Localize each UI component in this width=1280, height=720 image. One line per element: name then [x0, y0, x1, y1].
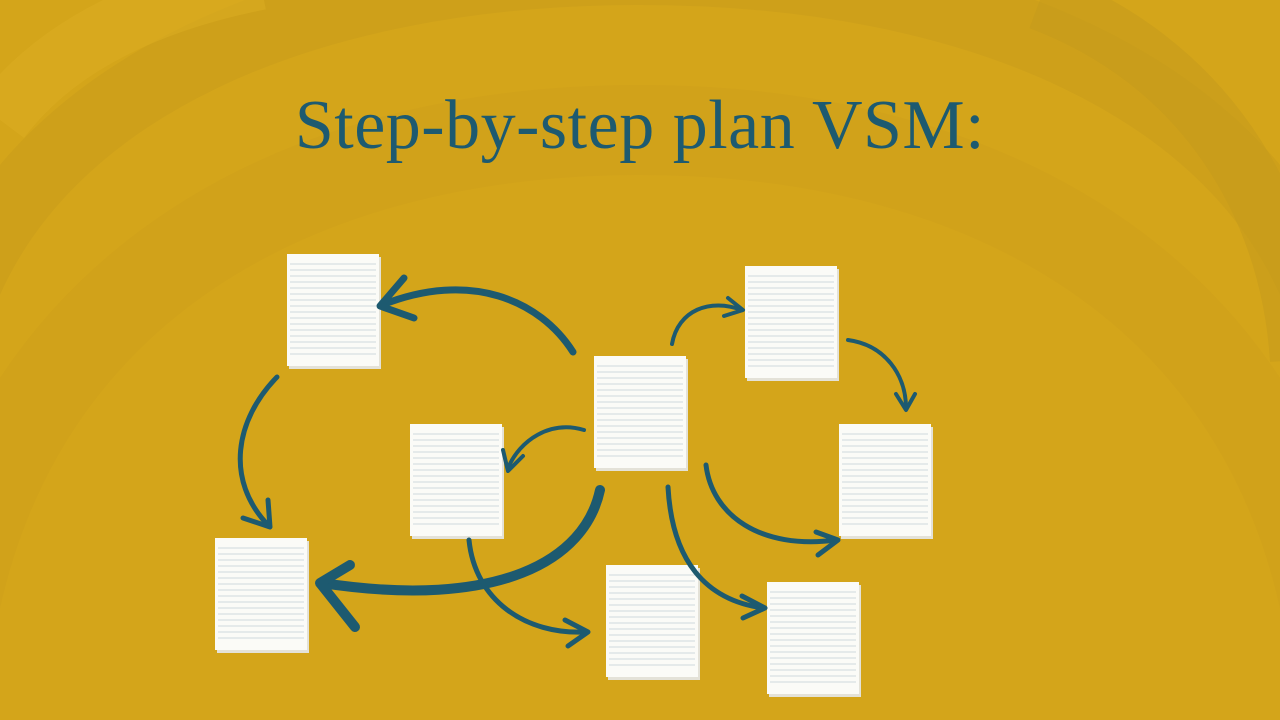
document-icon — [606, 565, 698, 677]
doc-center — [594, 356, 688, 471]
arrow-center-to-bottom-left — [315, 485, 605, 632]
arrow-center-to-center-left — [501, 425, 586, 473]
document-icon — [410, 424, 502, 536]
arrow-center-to-bottom-right — [665, 484, 768, 621]
arrow-center-to-top-right — [670, 296, 745, 346]
doc-bottom-right — [767, 582, 861, 697]
doc-top-left — [287, 254, 381, 369]
doc-center-left — [410, 424, 504, 539]
document-icon — [839, 424, 931, 536]
document-icon — [745, 266, 837, 378]
arrow-top-right-to-right — [846, 338, 917, 412]
document-icon — [767, 582, 859, 694]
doc-bottom-left — [215, 538, 309, 653]
connector-arrows — [237, 274, 917, 649]
arrow-top-left-to-bottom-left — [237, 374, 280, 530]
document-icon — [215, 538, 307, 650]
arrow-center-left-to-bottom-center — [466, 537, 591, 649]
doc-top-right — [745, 266, 839, 381]
document-icon — [287, 254, 379, 366]
document-icon — [594, 356, 686, 468]
arrow-center-to-right — [703, 462, 841, 558]
doc-right — [839, 424, 933, 539]
doc-bottom-center — [606, 565, 700, 680]
slide-title: Step-by-step plan VSM: — [294, 87, 986, 164]
arrow-center-to-top-left — [376, 274, 577, 356]
